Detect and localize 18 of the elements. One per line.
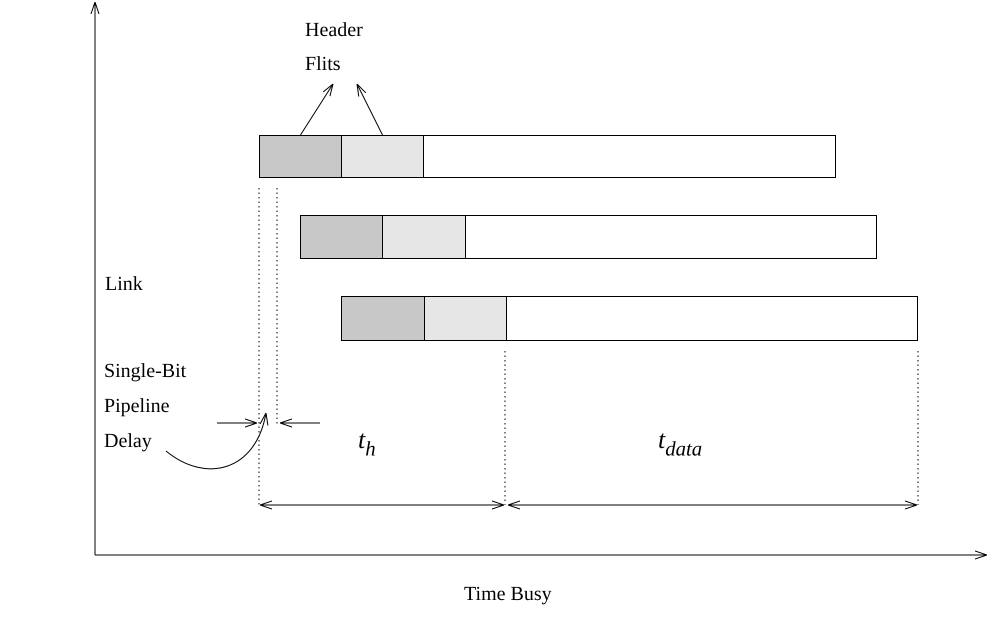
axis-label: Time Busy (464, 582, 552, 606)
dimension-label: t$_{h}$ (358, 424, 376, 462)
packet-segment (300, 215, 383, 259)
packet-segment (424, 296, 507, 341)
axis-label: Link (105, 272, 143, 296)
packet-segment (423, 135, 836, 178)
node-label: Single-Bit Pipeline Delay (104, 354, 204, 459)
dimension-label: t$_{data}$ (658, 424, 702, 462)
packet-segment (341, 135, 424, 178)
packet-segment (465, 215, 877, 259)
packet-segment (506, 296, 918, 341)
packet-segment (382, 215, 466, 259)
packet-segment (341, 296, 425, 341)
packet-segment (259, 135, 342, 178)
arrow (166, 412, 268, 470)
node-label: Header Flits (305, 13, 385, 81)
arrow (300, 84, 334, 136)
arrow (356, 84, 383, 136)
